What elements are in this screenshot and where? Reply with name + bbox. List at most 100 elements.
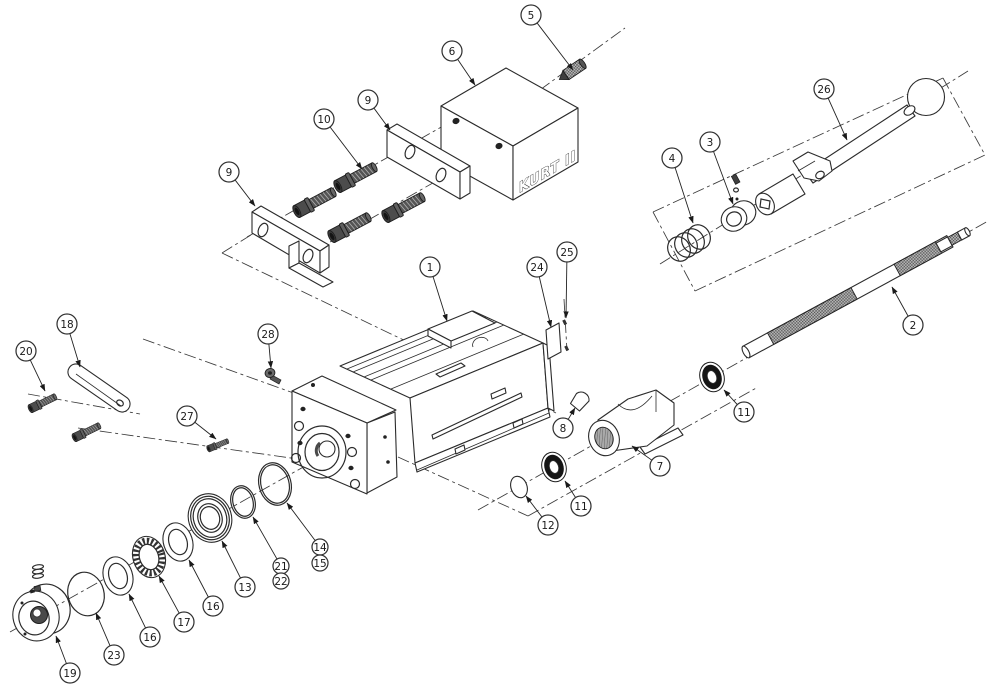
balloon-number: 3 bbox=[707, 137, 714, 149]
leader-line bbox=[267, 343, 274, 369]
part-jaw-screw bbox=[290, 184, 340, 220]
balloon-15: 15 bbox=[311, 554, 329, 572]
leader-line bbox=[723, 389, 738, 405]
balloon-5: 5 bbox=[520, 4, 542, 26]
balloon-number: 15 bbox=[313, 558, 326, 570]
part-oring-small bbox=[230, 485, 256, 519]
part-brake-screw bbox=[26, 391, 59, 415]
balloon-6: 6 bbox=[441, 40, 463, 62]
balloon-number: 7 bbox=[657, 461, 664, 473]
leader-line bbox=[891, 286, 909, 317]
center-line bbox=[652, 77, 944, 213]
leader-line bbox=[538, 276, 553, 328]
balloon-number: 9 bbox=[365, 95, 372, 107]
part-tiny-screw bbox=[264, 367, 282, 385]
part-thrust-washer bbox=[695, 358, 729, 396]
balloon-10: 10 bbox=[313, 108, 335, 130]
balloon-16: 16 bbox=[139, 626, 161, 648]
part-thrust-washer bbox=[537, 448, 571, 486]
center-line bbox=[521, 27, 626, 104]
balloon-number: 27 bbox=[180, 411, 193, 423]
balloon-28: 28 bbox=[257, 323, 279, 345]
balloon-19: 19 bbox=[59, 662, 81, 684]
balloon-25: 25 bbox=[556, 241, 578, 263]
leader-line bbox=[713, 151, 734, 205]
leader-line bbox=[128, 593, 147, 629]
balloon-number: 10 bbox=[317, 114, 330, 126]
leader-line bbox=[564, 480, 576, 498]
balloon-number: 6 bbox=[449, 46, 456, 58]
balloon-number: 14 bbox=[313, 542, 327, 554]
part-thrust-washer-flat bbox=[162, 522, 194, 562]
leader-line bbox=[95, 612, 111, 646]
leader-line bbox=[536, 22, 574, 71]
center-line bbox=[142, 338, 303, 397]
balloon-14: 14 bbox=[311, 538, 329, 556]
leader-line bbox=[188, 559, 209, 598]
balloon-number: 13 bbox=[238, 582, 251, 594]
leader-line bbox=[221, 540, 241, 579]
balloon-1: 1 bbox=[419, 256, 441, 278]
balloon-number: 28 bbox=[261, 329, 274, 341]
part-jaw-screw bbox=[379, 189, 429, 225]
balloon-12: 12 bbox=[537, 514, 559, 536]
balloon-number: 11 bbox=[737, 407, 750, 419]
part-small-screw bbox=[205, 437, 231, 454]
part-wiper-plate bbox=[545, 322, 562, 360]
balloon-24: 24 bbox=[526, 256, 548, 278]
balloon-number: 5 bbox=[528, 10, 535, 22]
balloon-20: 20 bbox=[15, 340, 37, 362]
leader-line bbox=[286, 502, 316, 541]
leader-line bbox=[194, 421, 217, 440]
part-vise-body bbox=[339, 310, 555, 473]
part-screw-collar bbox=[720, 173, 757, 232]
leader-line bbox=[457, 59, 476, 86]
part-thrust-spring bbox=[667, 224, 711, 262]
part-jaw-plate bbox=[251, 205, 330, 274]
balloon-23: 23 bbox=[103, 644, 125, 666]
balloon-number: 19 bbox=[63, 668, 76, 680]
part-jaw-plate bbox=[386, 123, 471, 200]
jaw-angle-bracket bbox=[288, 240, 334, 288]
balloon-number: 18 bbox=[60, 319, 73, 331]
balloon-number: 17 bbox=[177, 617, 190, 629]
center-line bbox=[221, 234, 252, 254]
balloon-number: 8 bbox=[560, 423, 567, 435]
leader-line bbox=[525, 495, 543, 518]
balloon-26: 26 bbox=[813, 78, 835, 100]
part-oring-large bbox=[257, 462, 293, 506]
balloon-number: 1 bbox=[427, 262, 434, 274]
balloon-number: 22 bbox=[274, 576, 287, 588]
part-bearing-cup bbox=[187, 493, 233, 543]
balloon-11: 11 bbox=[570, 495, 592, 517]
balloon-number: 23 bbox=[107, 650, 120, 662]
part-needle-bearing bbox=[131, 535, 167, 579]
balloon-27: 27 bbox=[176, 405, 198, 427]
part-nylon-plug bbox=[510, 475, 528, 499]
leader-line bbox=[252, 516, 278, 560]
part-vise-handle bbox=[755, 77, 946, 216]
leader-line bbox=[432, 276, 448, 322]
leader-line bbox=[29, 359, 46, 392]
balloon-number: 11 bbox=[574, 501, 587, 513]
leader-line bbox=[631, 445, 653, 461]
leader-line bbox=[329, 126, 363, 170]
center-line bbox=[563, 298, 568, 352]
leader-line bbox=[674, 167, 694, 224]
balloon-13: 13 bbox=[234, 576, 256, 598]
leader-line bbox=[69, 333, 81, 368]
part-plate-screws bbox=[562, 319, 570, 352]
leader-line bbox=[373, 107, 391, 131]
balloon-22: 22 bbox=[272, 572, 290, 590]
movable-jaw-block bbox=[290, 375, 398, 495]
balloon-number: 25 bbox=[560, 247, 573, 259]
balloon-17: 17 bbox=[173, 611, 195, 633]
part-vise-screw bbox=[741, 227, 971, 359]
balloon-number: 12 bbox=[541, 520, 554, 532]
part-jaw-screw bbox=[331, 159, 381, 195]
balloon-number: 16 bbox=[143, 632, 157, 644]
leader-line bbox=[827, 97, 848, 141]
balloon-16: 16 bbox=[202, 595, 224, 617]
balloon-number: 20 bbox=[19, 346, 32, 358]
